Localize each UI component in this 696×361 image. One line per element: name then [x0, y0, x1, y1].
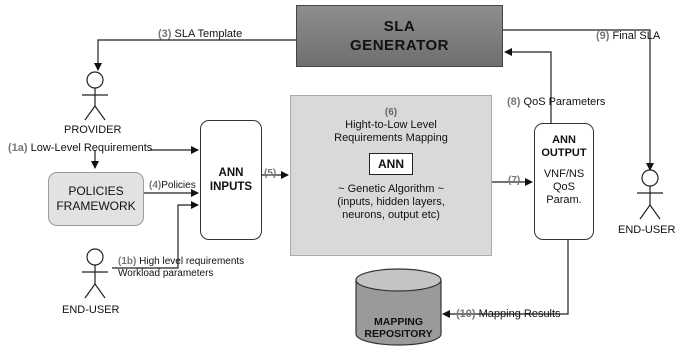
- label-final-sla: (9) Final SLA: [596, 30, 660, 42]
- label-five: (5): [264, 168, 276, 179]
- label-mapping-results-num: (10): [456, 308, 476, 320]
- label-seven-num: (7): [508, 175, 521, 186]
- label-mapping-results: (10) Mapping Results: [456, 308, 561, 320]
- end-user-right-label: END-USER: [618, 224, 676, 236]
- edge-final-sla: [503, 29, 654, 171]
- end-user-left-label: END-USER: [62, 304, 120, 316]
- ann-output-title1: ANN: [552, 134, 576, 146]
- label-low-level-num: (1a): [8, 142, 28, 154]
- policies-line2: FRAMEWORK: [56, 199, 136, 213]
- ann-output-body3: Param.: [546, 194, 582, 206]
- label-mapping-results-text: Mapping Results: [478, 308, 561, 320]
- label-policies-text: Policies: [161, 180, 196, 191]
- label-seven: (7): [508, 175, 520, 186]
- label-low-level-text: Low-Level Requirements: [30, 142, 153, 154]
- label-low-level: (1a) Low-Level Requirements: [8, 142, 152, 154]
- core-number: (6): [384, 107, 398, 118]
- requirements-mapping-box: (6) Hight-to-Low Level Requirements Mapp…: [290, 95, 492, 256]
- core-title-line2: Requirements Mapping: [334, 132, 448, 144]
- ann-output-body1: VNF/NS: [543, 168, 585, 180]
- genetic-algorithm-line2: (inputs, hidden layers,: [337, 196, 445, 208]
- label-qos-num: (8): [507, 96, 521, 108]
- label-sla-template-text: SLA Template: [174, 28, 243, 40]
- core-title-line1: Hight-to-Low Level: [345, 119, 437, 131]
- repository-line1: MAPPING: [373, 316, 423, 328]
- genetic-algorithm-line3: neurons, output etc): [342, 209, 440, 221]
- sla-generator-box: SLA GENERATOR: [296, 5, 503, 67]
- label-five-num: (5): [264, 168, 277, 179]
- label-high-level-text2: Workload parameters: [118, 268, 214, 279]
- edge-mapping-results: [442, 240, 569, 318]
- ann-output-title: ANN OUTPUT: [541, 134, 586, 160]
- ann-output-body2: QoS: [552, 181, 575, 193]
- sla-generator-line2: GENERATOR: [350, 37, 449, 54]
- ann-inputs-line2: INPUTS: [209, 181, 253, 193]
- label-high-level: (1b) High level requirements Workload pa…: [118, 256, 244, 280]
- mapping-repository-cylinder-icon: [355, 268, 442, 346]
- ann-inputs-line1: ANN: [218, 167, 244, 179]
- repository-line2: REPOSITORY: [364, 328, 433, 340]
- end-user-left-actor-icon: [82, 248, 108, 299]
- genetic-algorithm-line1: ~ Genetic Algorithm ~: [338, 183, 444, 195]
- provider-actor-icon: [82, 71, 108, 121]
- end-user-right-actor-icon: [637, 169, 663, 220]
- provider-label: PROVIDER: [64, 124, 122, 136]
- ann-output-title2: OUTPUT: [541, 147, 587, 159]
- label-policies: (4)Policies: [149, 180, 196, 191]
- label-policies-num: (4): [149, 180, 162, 191]
- label-high-level-text1: High level requirements: [139, 256, 245, 267]
- policies-line1: POLICIES: [68, 184, 124, 198]
- edge-high-level: [112, 201, 199, 269]
- edge-sla-template: [94, 39, 296, 71]
- ann-inputs-box: ANN INPUTS: [200, 120, 262, 240]
- mapping-repository-label: MAPPING REPOSITORY: [356, 316, 441, 340]
- label-qos-text: QoS Parameters: [523, 96, 606, 108]
- ann-box: ANN: [369, 153, 413, 175]
- label-final-sla-text: Final SLA: [612, 30, 661, 42]
- policies-framework-box: POLICIES FRAMEWORK: [48, 172, 144, 226]
- label-high-level-num: (1b): [118, 256, 137, 267]
- label-final-sla-num: (9): [596, 30, 610, 42]
- edge-qos: [504, 48, 552, 123]
- label-sla-template-num: (3): [158, 28, 172, 40]
- sla-generator-line1: SLA: [383, 18, 416, 35]
- label-qos: (8) QoS Parameters: [507, 96, 605, 108]
- label-sla-template: (3) SLA Template: [158, 28, 242, 40]
- ann-output-box: ANN OUTPUT VNF/NS QoS Param.: [534, 123, 594, 240]
